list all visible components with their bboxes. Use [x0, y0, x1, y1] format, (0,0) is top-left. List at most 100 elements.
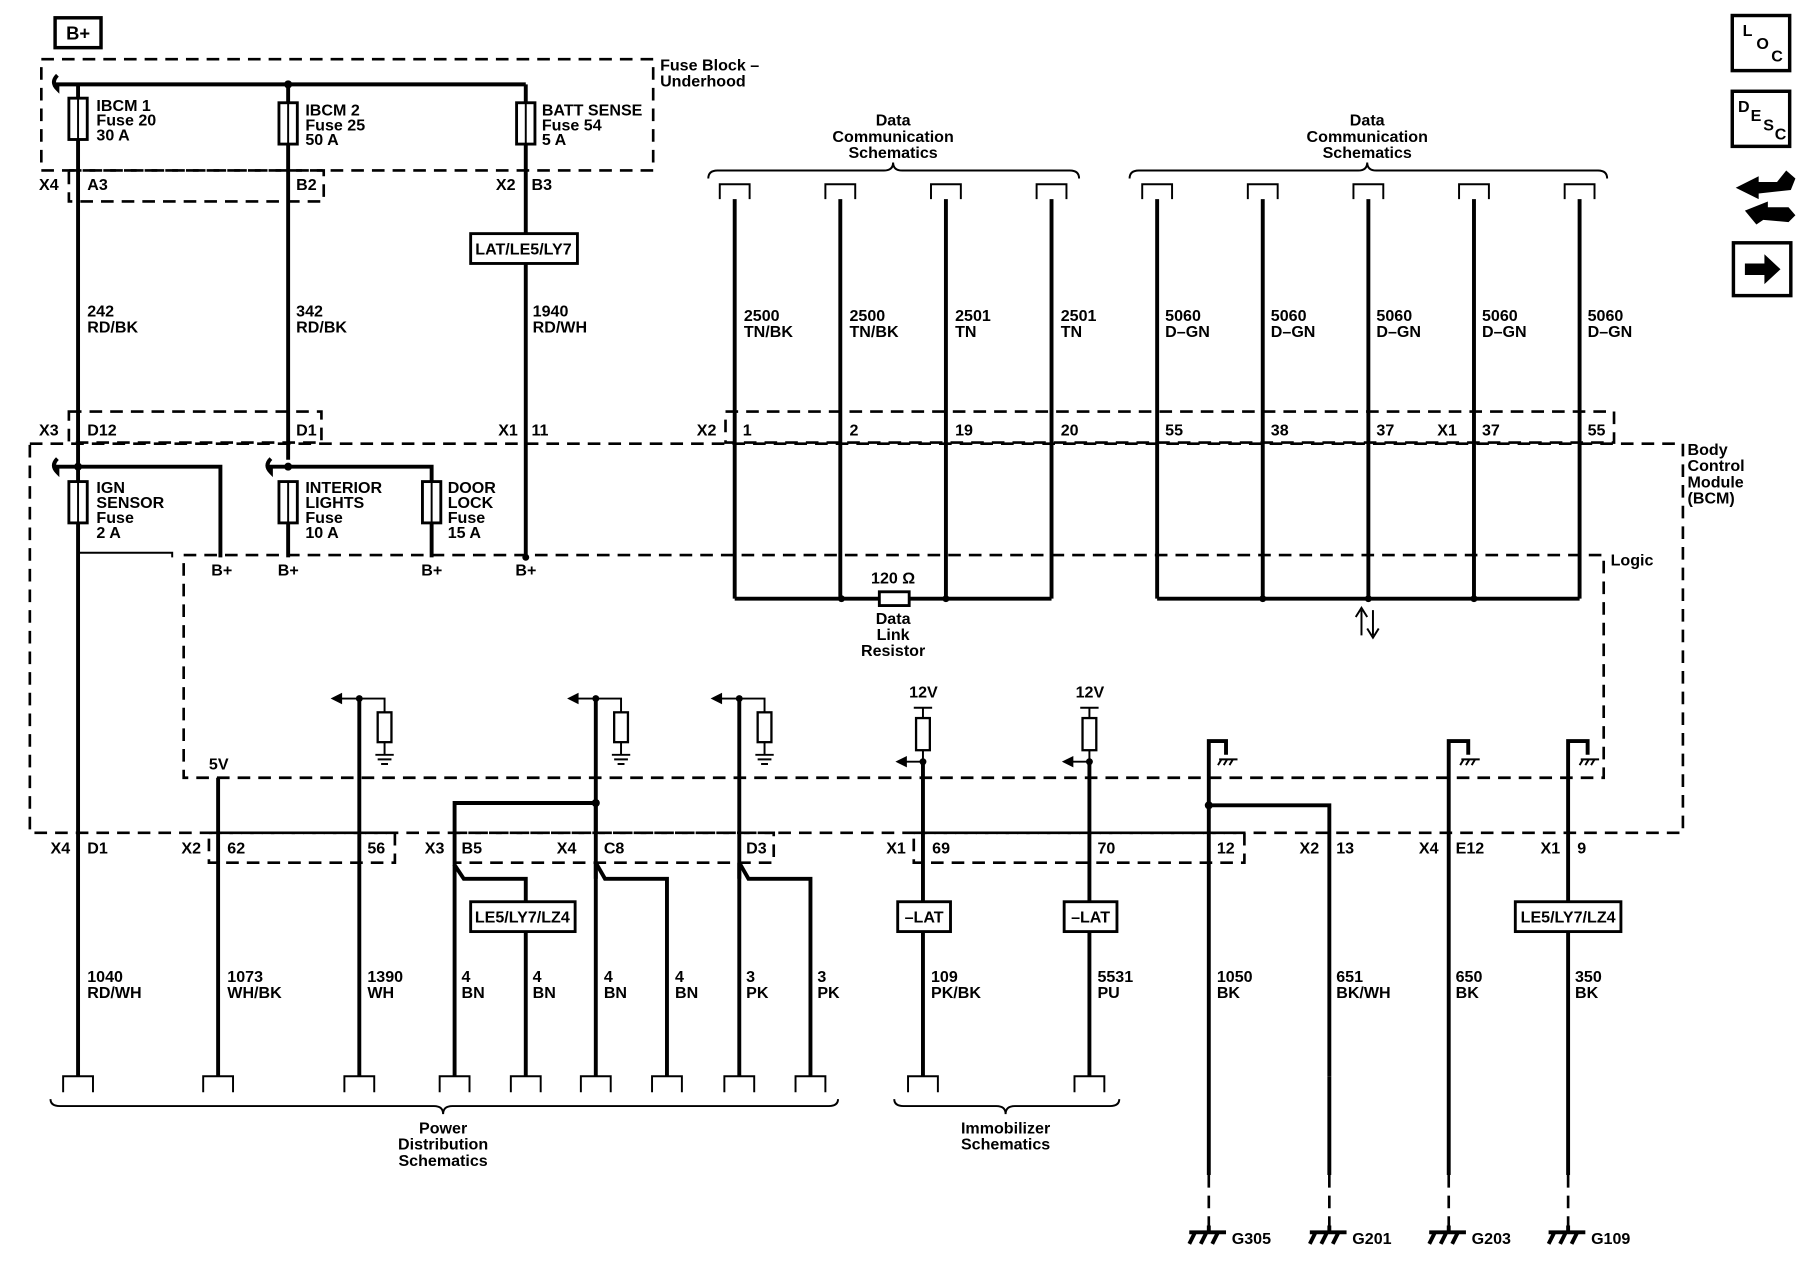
- fuse-int-2: LIGHTS: [305, 494, 364, 512]
- fuse-door-lock: DOOR LOCK Fuse 15 A: [421, 479, 497, 558]
- bcm-pin: 37: [1376, 422, 1394, 440]
- data-comm-left-2: Communication: [832, 128, 953, 146]
- body-control-module: Body Control Module (BCM): [28, 441, 1745, 835]
- resistor-label-3: Resistor: [861, 642, 925, 660]
- connector-icon: [1735, 170, 1796, 225]
- fuse-int-3: Fuse: [305, 509, 343, 527]
- wire-color: RD/WH: [533, 318, 587, 336]
- wire-circuit: 4: [675, 968, 684, 986]
- fuse-door-1: DOOR: [448, 479, 497, 497]
- input-circuit-d3: [710, 692, 774, 879]
- bcm-pin: 55: [1588, 422, 1606, 440]
- five-volt-label: 5V: [209, 756, 229, 774]
- fuse-ibcm1-number: Fuse 20: [96, 112, 156, 130]
- ground-g203: G203: [1427, 1225, 1511, 1248]
- fuse-ign-sensor: IGN SENSOR Fuse 2 A: [67, 479, 174, 558]
- bottom-pin: B5: [461, 840, 482, 858]
- description-button[interactable]: D E S C: [1730, 89, 1792, 149]
- next-page-button[interactable]: [1731, 241, 1793, 298]
- wire-circuit: 1940: [533, 302, 569, 320]
- wire-color: TN/BK: [744, 323, 793, 341]
- wire-circuit: 5060: [1271, 307, 1307, 325]
- wire-circuit: 4: [604, 968, 613, 986]
- ground-g201-label: G201: [1352, 1230, 1391, 1248]
- bcm-conn: X1: [1437, 422, 1457, 440]
- fuse-ign-1: IGN: [96, 479, 125, 497]
- bottom-pin: 13: [1336, 840, 1354, 858]
- bottom-conn: X2: [181, 840, 201, 858]
- loc-letter-l: L: [1743, 22, 1753, 40]
- bcm-pin: 55: [1165, 422, 1183, 440]
- wire-circuit: 342: [296, 302, 323, 320]
- bottom-pin: 62: [227, 840, 245, 858]
- fuse-block-underhood: Fuse Block – Underhood: [40, 57, 759, 172]
- fuse-block-label-2: Underhood: [660, 73, 746, 91]
- fuse-batt-sense-rating: 5 A: [542, 131, 567, 149]
- fuse-int-4: 10 A: [305, 524, 339, 542]
- bcm-pin: 1: [743, 422, 752, 440]
- desc-letter-d: D: [1738, 98, 1750, 116]
- wire-circuit: 2501: [1061, 307, 1097, 325]
- bplus-label: B+: [421, 562, 442, 580]
- power-dist-3: Schematics: [398, 1152, 487, 1170]
- top-pin-b2: B2: [296, 176, 317, 194]
- bottom-pin: 56: [367, 840, 385, 858]
- bcm-pin: D12: [87, 422, 117, 440]
- option-g109-text: LE5/LY7/LZ4: [1521, 908, 1616, 926]
- bottom-conn: X4: [557, 840, 577, 858]
- bottom-pin: E12: [1456, 840, 1485, 858]
- option-batt-text: LAT/LE5/LY7: [475, 240, 571, 258]
- wire-color: TN: [955, 323, 976, 341]
- wire-circuit: 242: [87, 302, 114, 320]
- input-circuit-c8: [567, 692, 631, 879]
- wire-color: PU: [1097, 984, 1119, 1002]
- option-pk-text: –LAT: [905, 908, 944, 926]
- wire-color: PK: [746, 984, 769, 1002]
- badge-text: B+: [66, 23, 90, 44]
- wire-circuit: 2500: [849, 307, 885, 325]
- bcm-pin: 2: [849, 422, 858, 440]
- wire-circuit: 1390: [367, 968, 403, 986]
- wire-circuit: 1073: [227, 968, 263, 986]
- bcm-label-3: Module: [1688, 473, 1744, 491]
- power-dist-2: Distribution: [398, 1136, 488, 1154]
- desc-letter-e: E: [1751, 107, 1762, 125]
- fuse-ibcm2: IBCM 2 Fuse 25 50 A: [277, 84, 365, 149]
- connector-x4-outline: [67, 169, 326, 203]
- wire-circuit: 5060: [1482, 307, 1518, 325]
- immobilizer-1: Immobilizer: [961, 1120, 1050, 1138]
- data-comm-group-right: Data Communication Schematics: [1128, 112, 1609, 640]
- bcm-pin: 20: [1061, 422, 1079, 440]
- wire-color: WH: [367, 984, 394, 1002]
- bottom-conn: X3: [425, 840, 445, 858]
- wire-circuit: 2501: [955, 307, 991, 325]
- bottom-pin: C8: [604, 840, 625, 858]
- fuse-block-label-1: Fuse Block –: [660, 57, 759, 75]
- connector-x3-outline: [67, 410, 323, 444]
- wire-circuit: 5060: [1588, 307, 1624, 325]
- bcm-conn: X1: [498, 422, 518, 440]
- top-pin-b3: B3: [532, 176, 553, 194]
- bottom-conn: X2: [1299, 840, 1319, 858]
- bottom-pin: 70: [1097, 840, 1115, 858]
- battery-positive-badge: B+: [53, 16, 103, 50]
- fuse-ibcm2-number: Fuse 25: [305, 116, 365, 134]
- power-distribution-reference[interactable]: Power Distribution Schematics: [49, 1099, 839, 1170]
- immobilizer-reference[interactable]: Immobilizer Schematics: [893, 1099, 1121, 1154]
- next-arrow-icon: [1744, 254, 1781, 285]
- connector-view-button[interactable]: [1735, 170, 1796, 225]
- bcm-pin: 11: [532, 422, 549, 440]
- bplus-label: B+: [278, 562, 299, 580]
- fuse-door-4: 15 A: [448, 524, 482, 542]
- bplus-label: B+: [515, 562, 536, 580]
- wire-circuit: 4: [461, 968, 470, 986]
- wire-color: BK: [1217, 984, 1241, 1002]
- data-comm-right-1: Data: [1350, 112, 1386, 130]
- connector-x2-bottom: [207, 831, 397, 865]
- wire-circuit: 5060: [1165, 307, 1201, 325]
- fuse-int-1: INTERIOR: [305, 479, 382, 497]
- location-button[interactable]: L O C: [1730, 13, 1792, 73]
- desc-letter-c: C: [1775, 125, 1787, 143]
- pullup-circuit-69: 12V: [895, 683, 938, 902]
